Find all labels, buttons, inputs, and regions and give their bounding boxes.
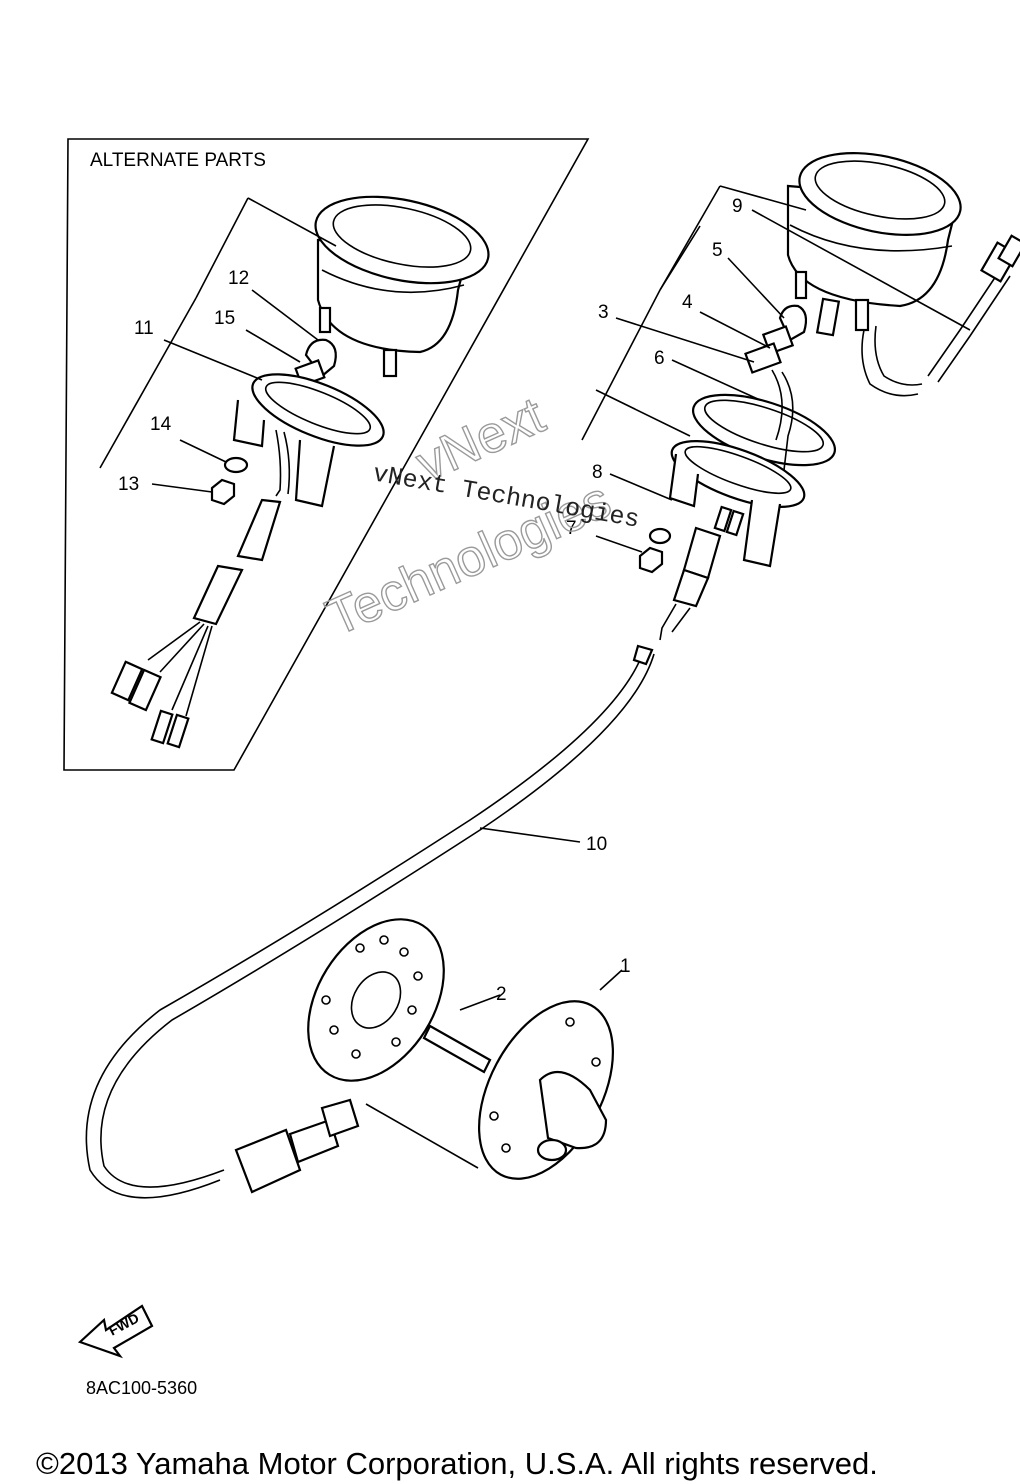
cable-connector: [659, 505, 745, 641]
alt-nut: [210, 478, 236, 506]
alt-gauge-body: [314, 195, 490, 378]
callout-2: 2: [496, 984, 507, 1005]
copyright-notice: ©2013 Yamaha Motor Corporation, U.S.A. A…: [36, 1446, 878, 1481]
gauge-bracket: [668, 440, 806, 568]
panel-title: ALTERNATE PARTS: [90, 150, 266, 171]
callout-6: 6: [654, 348, 665, 369]
nut: [638, 546, 664, 574]
callout-1: 1: [620, 956, 631, 977]
alt-washer: [223, 456, 249, 474]
callout-5: 5: [712, 240, 723, 261]
fwd-arrow-icon: FWD: [77, 1304, 154, 1359]
main-gauge-assembly: 9 5 4 3 6 8 7: [566, 152, 1020, 641]
callout-8: 8: [592, 462, 603, 483]
callout-15: 15: [214, 308, 235, 329]
callout-13: 13: [118, 474, 139, 495]
callout-12: 12: [228, 268, 249, 289]
alt-bracket: [232, 373, 385, 508]
callout-7: 7: [566, 518, 577, 539]
alternate-parts-panel: ALTERNATE PARTS: [63, 138, 590, 771]
callout-10: 10: [586, 834, 607, 855]
speedometer-drive-unit: 1: [477, 956, 631, 1180]
callout-4: 4: [682, 292, 693, 313]
callout-11: 11: [134, 318, 154, 339]
drive-shaft: 2: [422, 984, 507, 1074]
diagram-reference-code: 8AC100-5360: [86, 1378, 198, 1398]
drive-disc: [307, 918, 445, 1082]
callout-3: 3: [598, 302, 609, 323]
callout-14: 14: [150, 414, 172, 435]
alt-wiring-harness: [110, 498, 282, 749]
speedometer-cable: 10: [85, 644, 655, 1199]
callout-9: 9: [732, 196, 743, 217]
main-gauge-body: [786, 152, 962, 337]
